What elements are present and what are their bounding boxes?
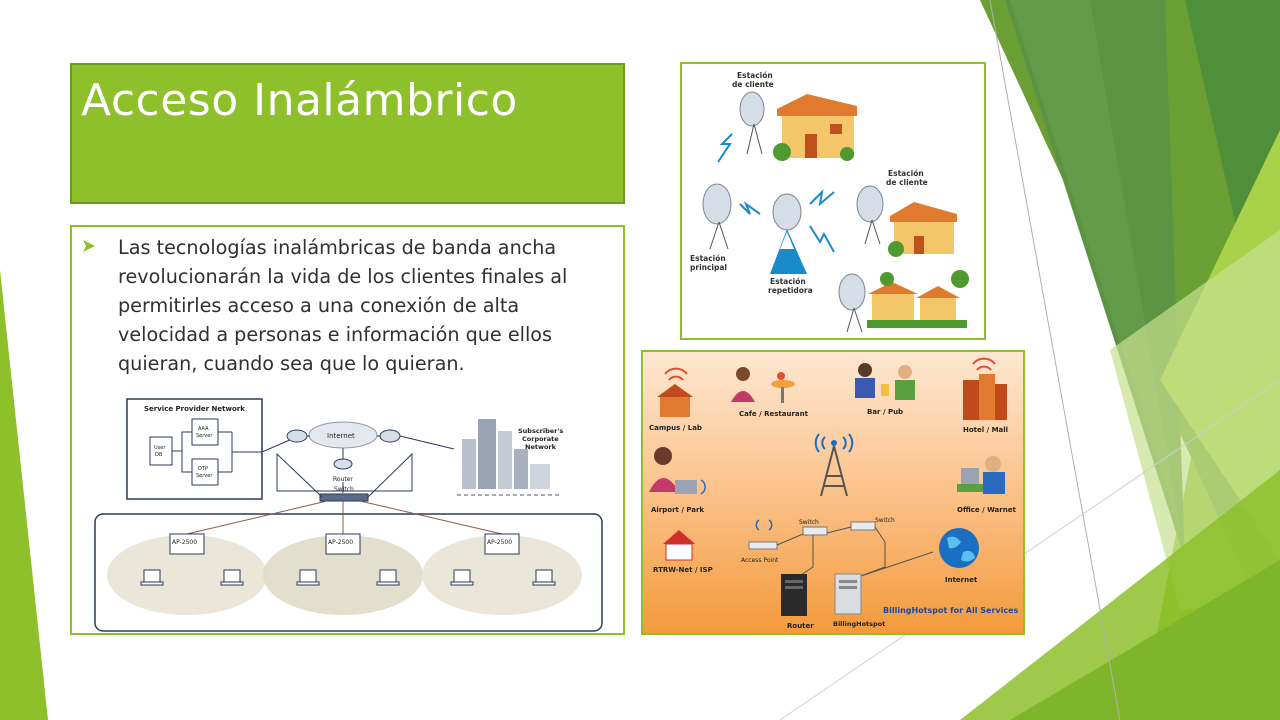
- billing-server-icon: [834, 573, 862, 615]
- rtrw-house-icon: [663, 530, 695, 561]
- hotspot-diagram: Campus / Lab Cafe / Restaurant Bar / Pub: [643, 352, 1023, 633]
- otp-label-1: OTP: [198, 466, 208, 472]
- client-station-1-label-2: de cliente: [732, 80, 774, 89]
- ap-label-1: AP-2500: [172, 539, 197, 546]
- aaa-server-box: [191, 418, 219, 446]
- bullet-arrow-icon: [83, 240, 95, 252]
- ap-label-2: AP-2500: [328, 539, 353, 546]
- coverage-zone-3: [422, 535, 582, 615]
- network-diagram: Service Provider Network User DB AAA Ser…: [94, 398, 603, 632]
- internet-label: Internet: [945, 576, 978, 584]
- access-point-1-icon: [169, 533, 205, 555]
- dish-repeater-icon: [772, 193, 802, 231]
- wlan-area-box: [94, 513, 603, 632]
- antenna-tower-icon: [814, 433, 854, 497]
- router-label: Router: [787, 622, 814, 630]
- router-label: Router: [333, 476, 353, 483]
- dish-client-1-icon: [739, 91, 765, 127]
- client-station-1-label-1: Estación: [737, 71, 773, 80]
- globe-icon: [939, 528, 979, 568]
- signal-3-icon: [809, 189, 835, 207]
- billing-server-label: BillingHotspot: [833, 620, 885, 628]
- access-point-label: Access Point: [741, 557, 779, 564]
- cafe-icon: [731, 367, 795, 403]
- hotspot-diagram-box: Campus / Lab Cafe / Restaurant Bar / Pub: [641, 350, 1025, 635]
- switch-1-label: Switch: [799, 519, 819, 526]
- access-point-3-icon: [484, 533, 520, 555]
- airport-label: Airport / Park: [651, 506, 704, 514]
- coverage-zone-2: [263, 535, 423, 615]
- office-label: Office / Warnet: [957, 506, 1016, 514]
- access-point-2-icon: [325, 533, 361, 555]
- subscriber-label-1: Subscriber's: [518, 427, 563, 435]
- internet-label: Internet: [327, 432, 355, 440]
- dish-main-icon: [702, 183, 732, 225]
- main-station-label-2: principal: [690, 263, 727, 272]
- coverage-zone-1: [107, 535, 267, 615]
- laptops-icon: [140, 569, 556, 586]
- service-provider-label: Service Provider Network: [144, 405, 245, 413]
- hotel-icon: [963, 357, 1007, 420]
- switch-1-icon: [802, 526, 828, 536]
- subscriber-label-3: Network: [525, 443, 557, 451]
- cafe-label: Cafe / Restaurant: [739, 410, 809, 418]
- office-icon: [957, 456, 1005, 494]
- buildings-icon: [457, 419, 562, 496]
- slide-title: Acceso Inalámbrico: [81, 75, 518, 126]
- campus-label: Campus / Lab: [649, 424, 702, 432]
- user-db-label-1: User: [154, 445, 166, 451]
- switch-label: Switch: [334, 486, 354, 493]
- aaa-label-1: AAA: [198, 426, 209, 432]
- billing-caption: BillingHotspot for All Services: [883, 606, 1019, 615]
- switch-icon: [319, 493, 369, 502]
- router-right-icon: [379, 429, 401, 443]
- house-1-icon: [773, 94, 857, 161]
- bar-label: Bar / Pub: [867, 408, 903, 416]
- router-server-icon: [781, 574, 807, 616]
- access-point-icon: [748, 519, 778, 550]
- wireless-diagram: Estación de cliente Estación principal E…: [690, 71, 969, 333]
- signal-2-icon: [739, 201, 761, 215]
- switch-2-icon: [850, 521, 876, 531]
- title-box: Acceso Inalámbrico: [70, 63, 625, 204]
- repeater-label-1: Estación: [770, 277, 806, 286]
- mountain-icon: [770, 229, 807, 274]
- switch-2-label: Switch: [875, 517, 895, 524]
- user-db-box: [149, 436, 173, 466]
- hotel-label: Hotel / Mall: [963, 426, 1008, 434]
- router-center-icon: [333, 458, 353, 470]
- repeater-label-2: repetidora: [768, 286, 813, 295]
- houses-group-icon: [867, 270, 969, 328]
- client-station-2-label-1: Estación: [888, 169, 924, 178]
- campus-icon: [657, 367, 693, 417]
- aaa-label-2: Server: [196, 433, 213, 439]
- router-left-icon: [286, 429, 308, 443]
- wireless-diagram-box: Estación de cliente Estación principal E…: [680, 62, 986, 340]
- dish-client-2-icon: [856, 185, 884, 223]
- main-station-label-1: Estación: [690, 254, 726, 263]
- bar-icon: [855, 363, 915, 400]
- user-db-label-2: DB: [155, 452, 163, 458]
- subscriber-label-2: Corporate: [522, 435, 559, 443]
- body-text: Las tecnologías inalámbricas de banda an…: [118, 236, 568, 375]
- signal-1-icon: [717, 133, 733, 163]
- house-2-icon: [888, 202, 957, 257]
- content-box: Las tecnologías inalámbricas de banda an…: [70, 225, 625, 635]
- rtrw-label: RTRW-Net / ISP: [653, 566, 713, 574]
- dish-client-3-icon: [838, 273, 866, 311]
- otp-server-box: [191, 458, 219, 486]
- client-station-2-label-2: de cliente: [886, 178, 928, 187]
- otp-label-2: Server: [196, 473, 213, 479]
- ap-label-3: AP-2500: [487, 539, 512, 546]
- airport-icon: [649, 447, 706, 495]
- signal-4-icon: [809, 225, 835, 253]
